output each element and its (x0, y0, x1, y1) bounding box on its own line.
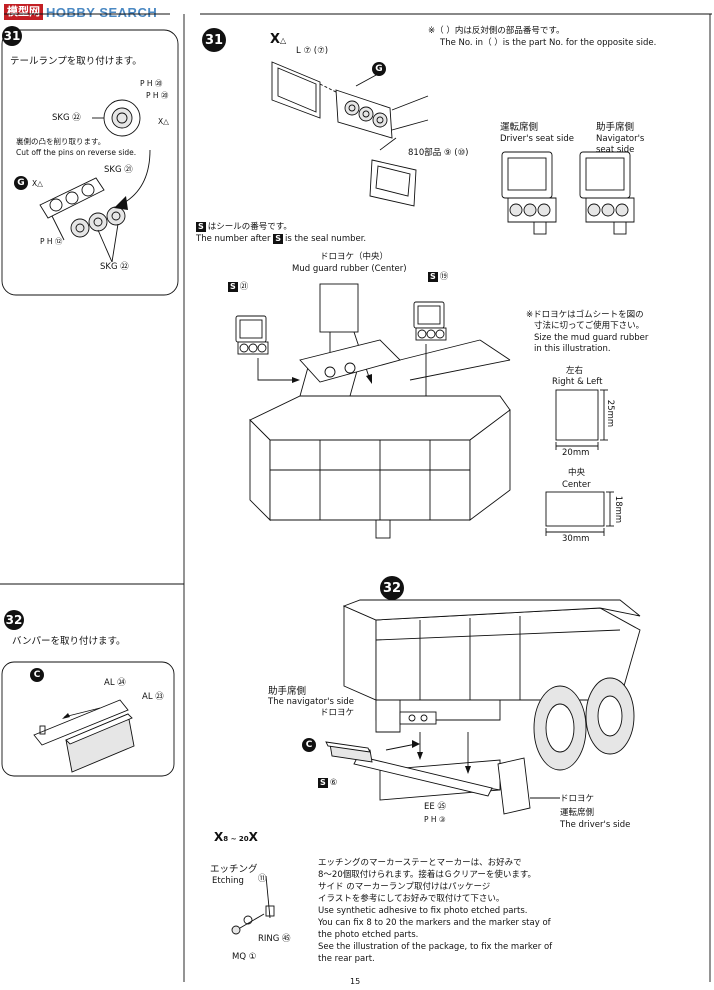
x-mark-label-left: X△ (158, 117, 169, 126)
etching-note-jp-4: イラストを参考にしてお好みで取付けて下さい。 (318, 894, 505, 904)
etching-note-jp-3: サイド のマーカーランプ取付けはパッケージ (318, 882, 491, 892)
etching-jp: エッチング (210, 864, 258, 875)
x-range-mark: X8 ~ 20X (214, 830, 258, 844)
skg-82b-label: SKG ㉒ (100, 262, 129, 272)
size-note-en-1: Size the mud guard rubber (534, 333, 649, 343)
dim-25mm: 25mm (605, 399, 616, 428)
step-32-badge-left: 32 (4, 610, 24, 630)
ph-12-label: P H ⑫ (40, 237, 63, 246)
step-31-badge: 31 (202, 28, 226, 52)
al-53-label: AL ㉓ (142, 692, 164, 702)
driver-side-jp: 運転席側 (500, 122, 539, 133)
ph-3-label: P H ③ (424, 815, 446, 824)
etching-note-en-2: You can fix 8 to 20 the markers and the … (318, 918, 551, 928)
l-7-label: L ⑦ (⑦) (296, 46, 329, 56)
cut-pins-en: Cut off the pins on reverse side. (16, 148, 137, 157)
etching-part-no: ⑪ (258, 874, 267, 884)
size-note-en-2: in this illustration. (534, 344, 611, 354)
mud-guard-32-jp: ドロヨケ (320, 708, 355, 718)
cut-pins-jp: 裏側の凸を削り取ります。 (16, 137, 106, 146)
navigator-side-en-1: Navigator's (596, 134, 645, 144)
opposite-side-note-en: The No. in（ ）is the part No. for the opp… (440, 38, 657, 48)
step-31-badge-left: 31 (2, 26, 22, 46)
brand-word: HOBBY SEARCH (46, 4, 158, 20)
mud-guard-32b-jp: ドロヨケ (560, 794, 595, 804)
center-en: Center (562, 480, 591, 490)
step-31-title-left: テールランプを取り付けます。 (10, 56, 142, 67)
dim-18mm: 18mm (613, 495, 624, 524)
mq-label: MQ ① (232, 952, 257, 962)
ring-label: RING ㊺ (258, 934, 291, 944)
ee-25-label: EE ㉕ (424, 802, 446, 812)
right-left-en: Right & Left (552, 377, 603, 387)
etching-note-en-5: the rear part. (318, 954, 375, 964)
ph-31-label: P H ⑳ (140, 79, 163, 88)
opposite-side-note-jp: ※（ ）内は反対側の部品番号です。 (428, 26, 565, 36)
mud-guard-center-en: Mud guard rubber (Center) (292, 264, 407, 274)
right-left-jp: 左右 (566, 366, 584, 376)
watermark-logo: 模型网 HOBBY SEARCH (4, 4, 157, 20)
c-badge-left: C (30, 668, 44, 682)
driver-side-en: Driver's seat side (500, 134, 574, 144)
size-note-jp-1: ※ドロヨケはゴムシートを図の (526, 310, 644, 320)
driver-side-32-en: The driver's side (560, 820, 631, 830)
c-badge-main: C (302, 738, 316, 752)
driver-side-32-jp: 運転席側 (560, 808, 595, 818)
part-810-label: 810部品 ⑨ (⑩) (408, 148, 469, 158)
etching-note-jp-1: エッチングのマーカーステーとマーカーは、お好みで (318, 858, 522, 868)
etching-note-en-1: Use synthetic adhesive to fix photo etch… (318, 906, 528, 916)
step-32-title-left: バンパーを取り付けます。 (12, 636, 126, 647)
skg-81-label: SKG ㉑ (104, 165, 133, 175)
etching-note-en-4: See the illustration of the package, to … (318, 942, 553, 952)
skg-82-label: SKG ㉒ (52, 113, 81, 123)
dim-20mm: 20mm (562, 448, 590, 458)
size-note-jp-2: 寸法に切ってご使用下さい。 (534, 321, 645, 331)
g-badge-main: G (372, 62, 386, 76)
etching-note-jp-2: 8～20個取付けられます。接着はＧクリアーを使います。 (318, 870, 537, 880)
navigator-side-en-2: seat side (596, 145, 635, 155)
center-jp: 中央 (568, 468, 586, 478)
navigator-side-jp: 助手席側 (596, 122, 635, 133)
ph-90-label: P H ⑳ (146, 91, 169, 100)
navigator-side-32-jp: 助手席側 (268, 686, 307, 697)
step-32-badge: 32 (380, 576, 404, 600)
g-badge-left: G (14, 176, 28, 190)
etching-en: Etching (212, 876, 244, 886)
brand-mark: 模型网 (4, 4, 43, 20)
x-mark-main: X△ (270, 32, 287, 47)
etching-note-en-3: the photo etched parts. (318, 930, 419, 940)
navigator-side-32-en: The navigator's side (268, 697, 355, 707)
mud-guard-center-jp: ドロヨケ（中央） (320, 252, 389, 262)
al-54-label: AL ㉔ (104, 678, 126, 688)
dim-30mm: 30mm (562, 534, 590, 544)
page-number: 15 (350, 977, 361, 986)
x-mark-g-left: X△ (32, 179, 43, 188)
